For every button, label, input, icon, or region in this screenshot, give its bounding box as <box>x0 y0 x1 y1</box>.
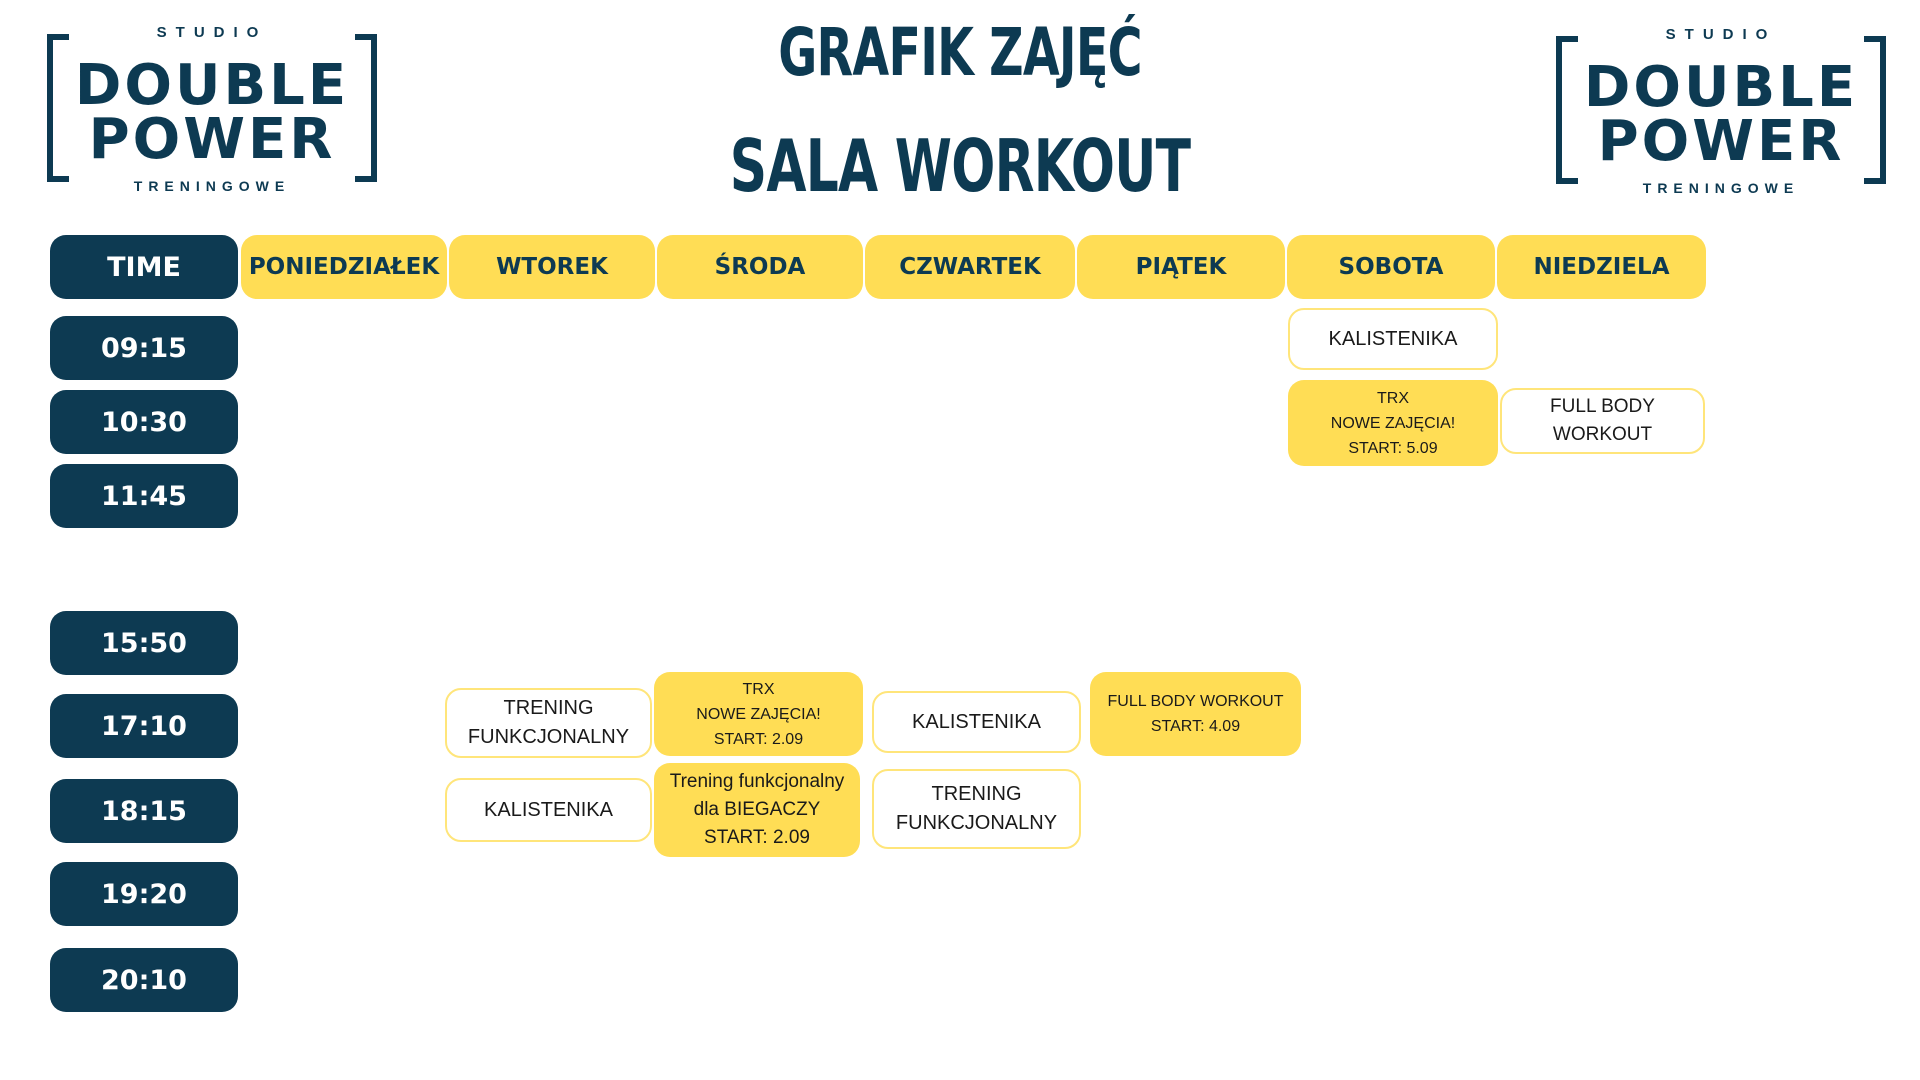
time-slot: 19:20 <box>50 862 238 926</box>
logo-bracket-right <box>355 34 377 182</box>
class-start: START: 2.09 <box>713 730 804 748</box>
header-day-monday: PONIEDZIAŁEK <box>241 235 447 299</box>
time-slot: 11:45 <box>50 464 238 528</box>
class-name: TRENING <box>503 697 594 719</box>
logo-studio-text: STUDIO <box>1665 26 1777 43</box>
time-slot: 17:10 <box>50 694 238 758</box>
class-note: NOWE ZAJĘCIA! <box>1330 414 1456 432</box>
header-day-thursday: CZWARTEK <box>865 235 1075 299</box>
header-time: TIME <box>50 235 238 299</box>
logo-studio-text: STUDIO <box>156 24 268 41</box>
class-name: Trening funkcjonalny <box>669 771 845 792</box>
class-thursday-1710[interactable]: KALISTENIKA <box>872 691 1081 753</box>
class-name: KALISTENIKA <box>1328 327 1458 350</box>
class-wednesday-1710[interactable]: TRX NOWE ZAJĘCIA! START: 2.09 <box>654 672 863 756</box>
header-day-saturday: SOBOTA <box>1287 235 1495 299</box>
logo-bracket-left <box>1556 36 1578 184</box>
class-name: FULL BODY WORKOUT <box>1107 693 1284 710</box>
class-note: NOWE ZAJĘCIA! <box>696 705 821 723</box>
class-name: TRENING <box>931 783 1022 805</box>
header-day-wednesday: ŚRODA <box>657 235 863 299</box>
time-slot: 09:15 <box>50 316 238 380</box>
header-day-tuesday: WTOREK <box>449 235 655 299</box>
class-name: dla BIEGACZY <box>693 799 821 820</box>
time-slot: 20:10 <box>50 948 238 1012</box>
time-slot: 18:15 <box>50 779 238 843</box>
class-saturday-0915[interactable]: KALISTENIKA <box>1288 308 1498 370</box>
class-name: FUNKCJONALNY <box>895 812 1058 834</box>
logo-power-text: POWER <box>1597 109 1845 174</box>
class-name: KALISTENIKA <box>912 710 1041 733</box>
class-start: START: 4.09 <box>1150 718 1241 735</box>
class-tuesday-1815[interactable]: KALISTENIKA <box>445 778 652 842</box>
studio-logo-left: STUDIO DOUBLE POWER TRENINGOWE <box>47 24 377 194</box>
logo-treningowe-text: TRENINGOWE <box>133 178 291 194</box>
logo-power-text: POWER <box>88 107 336 172</box>
logo-treningowe-text: TRENINGOWE <box>1642 180 1800 196</box>
class-start: START: 5.09 <box>1348 439 1438 457</box>
class-start: START: 2.09 <box>704 827 810 848</box>
logo-bracket-left <box>47 34 69 182</box>
class-wednesday-1815[interactable]: Trening funkcjonalny dla BIEGACZY START:… <box>654 763 860 857</box>
class-name: TRX <box>1377 389 1409 407</box>
class-sunday-1030[interactable]: FULL BODY WORKOUT <box>1500 388 1705 454</box>
studio-logo-right: STUDIO DOUBLE POWER TRENINGOWE <box>1556 26 1886 196</box>
time-slot: 15:50 <box>50 611 238 675</box>
header-day-friday: PIĄTEK <box>1077 235 1285 299</box>
logo-bracket-right <box>1864 36 1886 184</box>
class-thursday-1815[interactable]: TRENING FUNKCJONALNY <box>872 769 1081 849</box>
header-day-sunday: NIEDZIELA <box>1497 235 1706 299</box>
class-tuesday-1710[interactable]: TRENING FUNKCJONALNY <box>445 688 652 758</box>
logo-double-text: DOUBLE <box>74 53 350 118</box>
page-subtitle: SALA WORKOUT <box>729 124 1191 208</box>
class-name: KALISTENIKA <box>484 798 613 821</box>
class-name: FULL BODY WORKOUT <box>1550 396 1655 445</box>
class-name: FUNKCJONALNY <box>467 726 630 748</box>
class-saturday-1030[interactable]: TRX NOWE ZAJĘCIA! START: 5.09 <box>1288 380 1498 466</box>
page-title: GRAFIK ZAJĘĆ <box>778 14 1142 91</box>
logo-double-text: DOUBLE <box>1583 55 1859 120</box>
class-name: TRX <box>742 680 775 698</box>
class-friday-1710[interactable]: FULL BODY WORKOUT START: 4.09 <box>1090 672 1301 756</box>
time-slot: 10:30 <box>50 390 238 454</box>
